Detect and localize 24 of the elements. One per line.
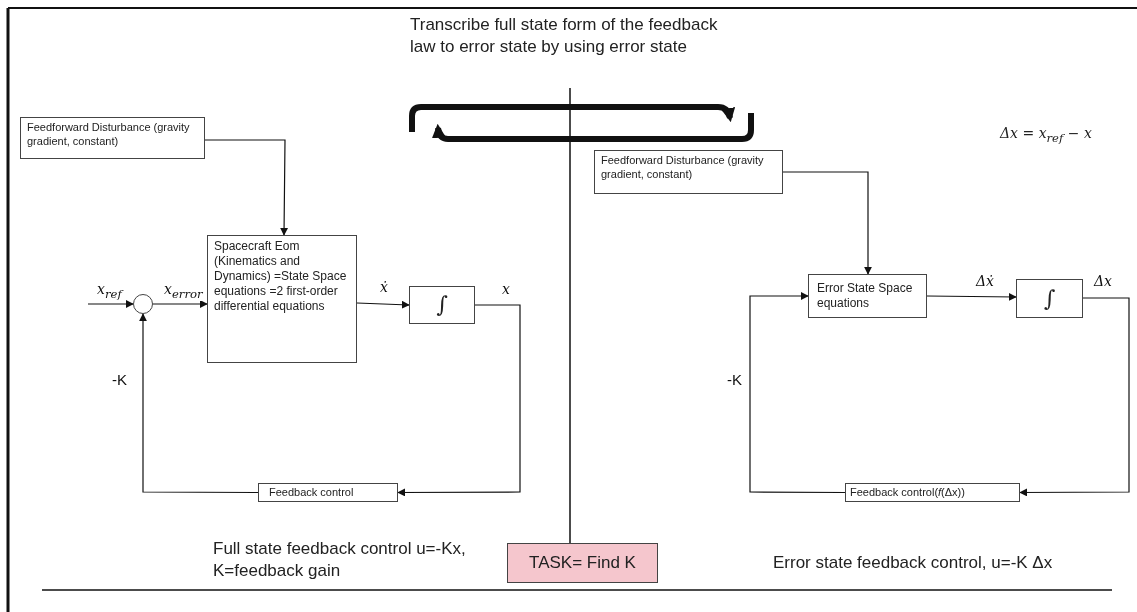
- connector-arrow: [356, 300, 410, 309]
- equation-text: Δx = x$_{ref}$ − x: [1000, 124, 1092, 146]
- note-text: Full state feedback control u=-Kx, K=feedback gain: [213, 538, 467, 583]
- connector-arrow: [397, 304, 521, 497]
- connector-arrow: [152, 300, 208, 308]
- connector-arrow: [926, 292, 1017, 301]
- block-box: Feedback control: [258, 483, 398, 502]
- block-box: TASK= Find K: [507, 543, 658, 583]
- block-box: Error State Space equations: [808, 274, 927, 318]
- block-box: Feedforward Disturbance (gravity gradient, constant): [594, 150, 783, 194]
- block-box: Feedback control(f(Δx)): [845, 483, 1020, 502]
- integrator-block: ∫: [1016, 279, 1083, 318]
- connector-arrow: [782, 171, 872, 275]
- connector-arrow: [87, 300, 134, 308]
- integrator-block: ∫: [409, 286, 475, 324]
- note-text: Error state feedback control, u=-K Δx: [773, 552, 1053, 574]
- summing-junction: [133, 294, 153, 314]
- note-text: Transcribe full state form of the feedback law to error state by using error state: [410, 14, 719, 59]
- block-box: Feedforward Disturbance (gravity gradient, constant): [20, 117, 205, 159]
- block-box: Spacecraft Eom (Kinematics and Dynamics) =State Space equations =2 first-order differential equations: [207, 235, 357, 363]
- connector-arrow: [749, 292, 846, 494]
- connector-arrow: [1019, 297, 1130, 497]
- connector-arrow: [139, 313, 259, 494]
- connector-arrow: [204, 139, 289, 236]
